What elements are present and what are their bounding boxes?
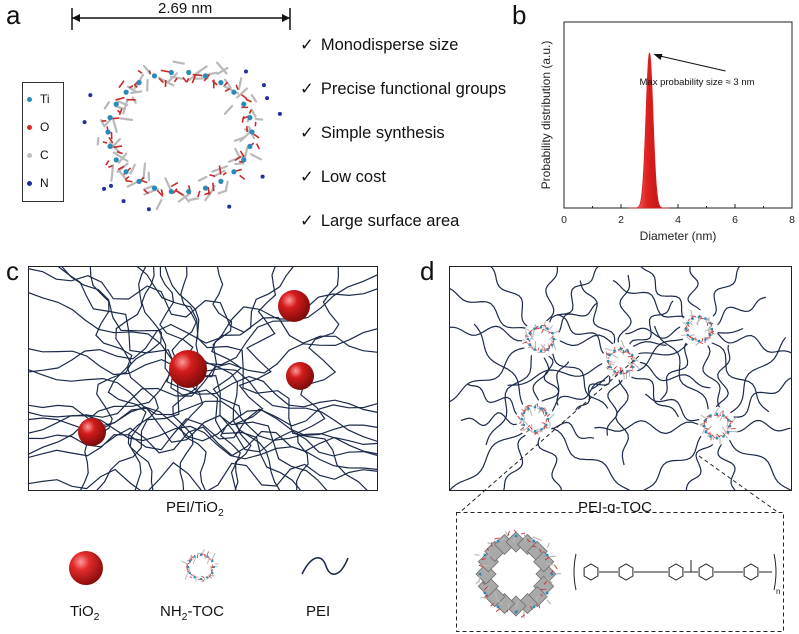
check-mark-icon: ✓ xyxy=(300,36,314,54)
panel-label-b: b xyxy=(512,0,527,30)
zoom-guide-lines xyxy=(458,355,780,514)
x-tick-label: 4 xyxy=(675,214,681,226)
max-probability-annotation: Max probability size ≈ 3 nm xyxy=(640,77,755,88)
pei-chain xyxy=(653,325,718,427)
toc-node xyxy=(522,320,560,354)
pei-chain xyxy=(591,328,700,390)
check-mark-icon: ✓ xyxy=(300,124,314,142)
feature-item: ✓Precise functional groups xyxy=(300,80,507,98)
x-tick-label: 0 xyxy=(561,214,567,226)
annotation-arrow xyxy=(655,54,726,72)
pei-chain xyxy=(473,323,536,420)
n-dot-icon xyxy=(27,180,32,186)
tio2-particle xyxy=(286,362,314,390)
x-tick-label: 8 xyxy=(789,214,795,226)
feature-item: ✓Large surface area xyxy=(300,212,460,230)
legend-n: N xyxy=(27,176,49,190)
o-dot-icon xyxy=(27,124,32,130)
nh2-toc-icon xyxy=(181,549,219,582)
toc-node xyxy=(699,408,738,445)
toc-ligand-atoms xyxy=(474,529,562,619)
pei-chain xyxy=(28,411,378,471)
repeat-subscript: n xyxy=(776,587,780,596)
feature-item: ✓Simple synthesis xyxy=(300,124,445,142)
scale-bar-label: 2.69 nm xyxy=(155,0,216,17)
pei-chain xyxy=(211,266,242,491)
pei-chain xyxy=(28,368,378,455)
pei-chain xyxy=(28,348,378,414)
toc-icon-atoms xyxy=(181,549,219,582)
panel-label-a: a xyxy=(6,0,21,30)
tio2-particle xyxy=(278,290,310,322)
x-tick-label: 6 xyxy=(732,214,738,226)
x-axis-label: Diameter (nm) xyxy=(640,229,717,243)
pei-chain xyxy=(295,266,340,491)
tio2-particle xyxy=(78,418,106,446)
scale-bar xyxy=(71,8,291,30)
toc-node xyxy=(517,403,555,435)
toc-node-backdrop xyxy=(522,320,560,358)
pei-chain xyxy=(485,338,542,446)
element-legend: Ti O C N xyxy=(22,82,64,202)
pei-repeat-unit-structure xyxy=(573,553,777,591)
pei-chain xyxy=(28,268,378,353)
panel-label-d: d xyxy=(420,256,435,286)
pei-chain xyxy=(507,360,622,386)
pei-chain xyxy=(540,334,667,350)
ti-dot-icon xyxy=(27,96,32,102)
pei-g-toc-structure-inset: n xyxy=(456,512,784,632)
pei-chain xyxy=(164,266,281,491)
legend-pei-label: PEI xyxy=(306,603,331,620)
pei-chain xyxy=(534,418,632,491)
legend-tio2-label: TiO2 xyxy=(70,603,100,623)
toc-cluster-structure-image xyxy=(82,60,282,212)
legend-nh2-toc-label: NH2-TOC xyxy=(160,603,224,623)
tio2-particle xyxy=(169,350,207,388)
pei-chain xyxy=(620,327,744,362)
pei-g-toc-network-diagram xyxy=(449,266,792,491)
size-distribution-chart: 0 2 4 6 8 Max probability size ≈ 3 nm Diameter… xyxy=(539,21,795,243)
check-mark-icon: ✓ xyxy=(300,80,314,98)
pei-chain xyxy=(79,266,147,491)
c-dot-icon xyxy=(27,152,32,158)
pei-chains xyxy=(28,266,378,491)
legend-o: O xyxy=(27,120,49,134)
pei-chain xyxy=(28,402,378,459)
y-axis-label: Probability distribution (a.u.) xyxy=(539,41,553,190)
feature-item: ✓Monodisperse size xyxy=(300,36,459,54)
pei-chain xyxy=(136,266,369,491)
pei-chain xyxy=(594,420,718,435)
pei-tio2-network-diagram xyxy=(28,266,378,491)
pei-chain xyxy=(28,288,378,373)
toc-ring-atoms xyxy=(82,60,282,212)
toc-polyhedra-cluster xyxy=(475,531,557,617)
pei-chain xyxy=(28,404,378,457)
plot-frame xyxy=(563,21,793,209)
panel-d-caption: PEI-g-TOC xyxy=(578,499,652,516)
legend-c: C xyxy=(27,148,49,162)
arrow-head-icon xyxy=(653,54,663,60)
x-tick-label: 2 xyxy=(618,214,624,226)
panel-c-caption: PEI/TiO2 xyxy=(166,499,224,519)
tio2-particle-icon xyxy=(69,551,103,585)
pei-chain xyxy=(28,328,378,434)
pei-chain xyxy=(57,266,302,491)
legend-ti: Ti xyxy=(27,92,50,106)
panel-label-c: c xyxy=(6,256,19,286)
check-mark-icon: ✓ xyxy=(300,212,314,230)
pei-chain xyxy=(28,461,378,491)
check-mark-icon: ✓ xyxy=(300,168,314,186)
distribution-peak xyxy=(628,52,670,209)
toc-node xyxy=(604,339,640,380)
feature-item: ✓Low cost xyxy=(300,168,386,186)
pei-chain-icon xyxy=(301,557,349,575)
toc-node xyxy=(681,309,716,346)
